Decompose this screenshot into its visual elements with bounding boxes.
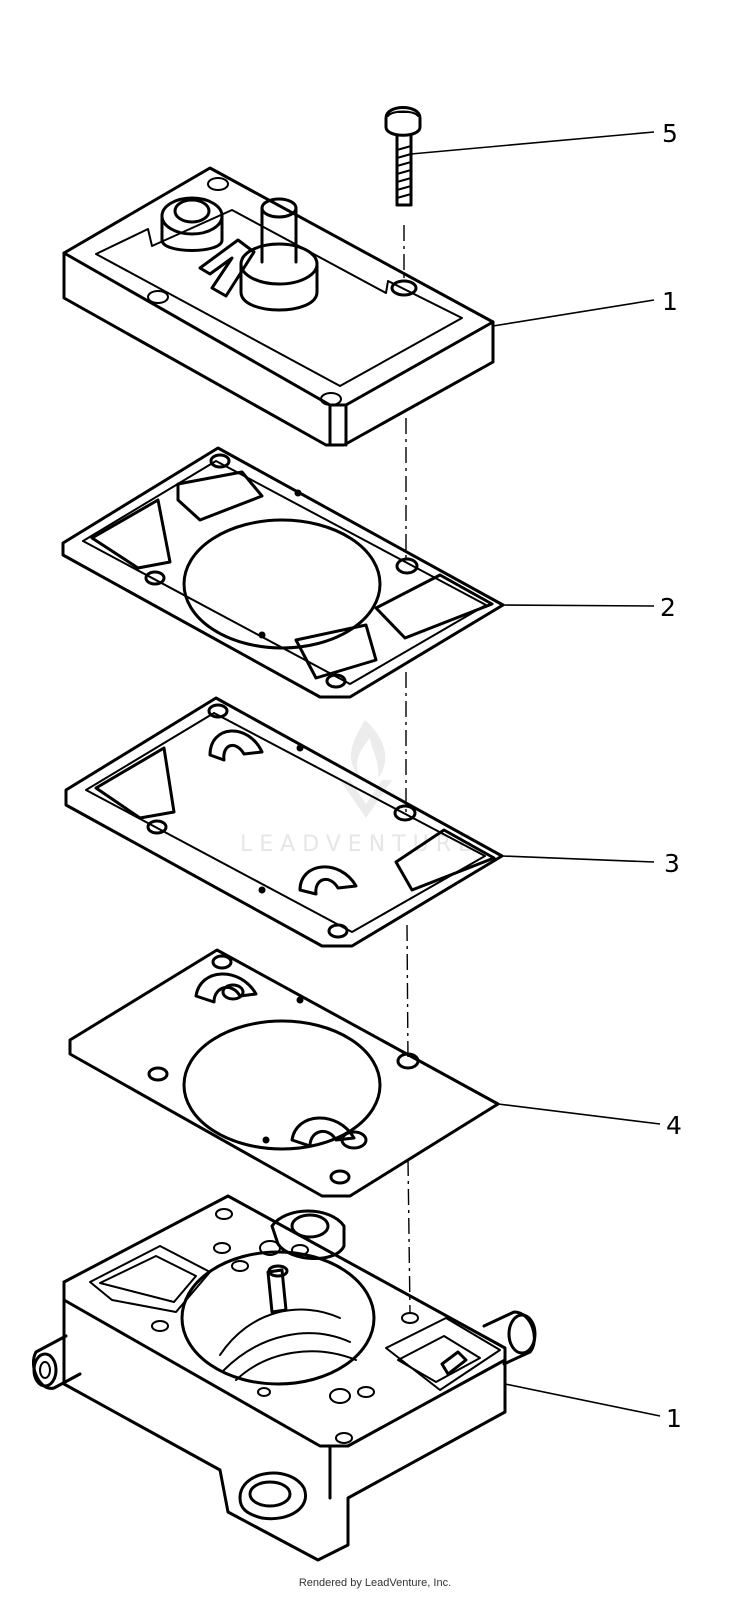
callout-valve-plate: 3 — [664, 849, 680, 878]
callout-gasket-bottom: 4 — [666, 1111, 682, 1140]
valve-plate-part — [64, 696, 504, 948]
callout-body: 1 — [666, 1404, 682, 1433]
watermark-v-icon — [340, 780, 392, 818]
callout-gasket-top: 2 — [660, 593, 676, 622]
lower-gasket-part — [68, 948, 500, 1198]
leader-lines — [410, 131, 661, 1417]
render-credit: Rendered by LeadVenture, Inc. — [298, 1577, 452, 1589]
watermark: LEADVENTURE — [240, 720, 479, 857]
upper-gasket-part — [61, 446, 505, 699]
pump-body-part — [31, 1194, 537, 1562]
watermark-flame-icon — [350, 720, 386, 778]
top-cover-part — [62, 166, 495, 447]
watermark-text: LEADVENTURE — [240, 832, 479, 857]
alignment-axis — [403, 225, 411, 1313]
screw-part — [384, 106, 422, 207]
callout-screw: 5 — [662, 119, 678, 148]
callout-cover: 1 — [662, 287, 678, 316]
